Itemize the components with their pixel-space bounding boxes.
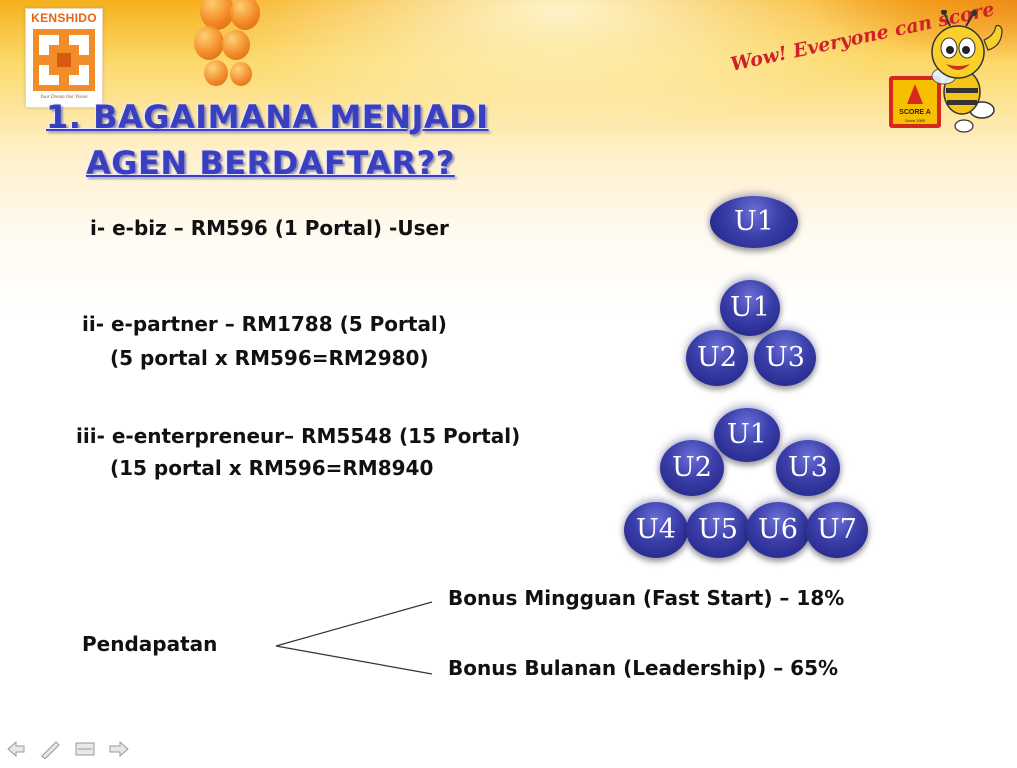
score-a-book-icon: SCORE A Since 1989 xyxy=(889,76,941,128)
badge-top-text: SCORE A xyxy=(899,109,931,116)
slideshow-nav xyxy=(7,740,129,759)
node-epartner-u2: U2 xyxy=(686,330,748,386)
node-eenterpreneur-u1: U1 xyxy=(714,408,780,462)
logo-mark-icon xyxy=(33,29,95,91)
node-eenterpreneur-u2: U2 xyxy=(660,440,724,496)
node-eenterpreneur-u4: U4 xyxy=(624,502,688,558)
node-epartner-u1: U1 xyxy=(720,280,780,336)
package-ebiz-line1: i- e-biz – RM596 (1 Portal) -User xyxy=(90,216,449,240)
node-eenterpreneur-u6: U6 xyxy=(746,502,810,558)
income-branch-lines xyxy=(275,601,433,675)
balloons-decoration xyxy=(190,0,280,120)
income-weekly-bonus: Bonus Mingguan (Fast Start) – 18% xyxy=(448,586,845,610)
package-eenterpreneur-line2: (15 portal x RM596=RM8940 xyxy=(110,456,434,480)
bee-mascot-icon xyxy=(931,10,1003,133)
node-ebiz-u1: U1 xyxy=(710,196,798,248)
title-line-2: AGEN BERDAFTAR?? xyxy=(86,144,455,182)
badge-bottom-text: Since 1989 xyxy=(905,118,926,123)
income-monthly-bonus: Bonus Bulanan (Leadership) – 65% xyxy=(448,656,839,680)
title-line-1: 1. BAGAIMANA MENJADI xyxy=(46,98,489,136)
node-eenterpreneur-u7: U7 xyxy=(806,502,868,558)
arrow-left-icon[interactable] xyxy=(7,740,25,758)
logo-tagline: Your Dream Our Vision xyxy=(40,95,88,100)
package-epartner-line1: ii- e-partner – RM1788 (5 Portal) xyxy=(82,312,447,336)
kenshido-logo: KENSHIDO Your Dream Our Vision xyxy=(25,8,103,108)
node-epartner-u3: U3 xyxy=(754,330,816,386)
income-label: Pendapatan xyxy=(82,632,218,656)
package-epartner-line2: (5 portal x RM596=RM2980) xyxy=(110,346,429,370)
node-eenterpreneur-u5: U5 xyxy=(686,502,750,558)
node-eenterpreneur-u3: U3 xyxy=(776,440,840,496)
package-eenterpreneur-line1: iii- e-enterpreneur– RM5548 (15 Portal) xyxy=(76,424,521,448)
arrow-right-icon[interactable] xyxy=(109,740,129,758)
pen-icon[interactable] xyxy=(41,741,60,759)
menu-icon[interactable] xyxy=(75,742,95,756)
logo-brand: KENSHIDO xyxy=(31,11,97,25)
